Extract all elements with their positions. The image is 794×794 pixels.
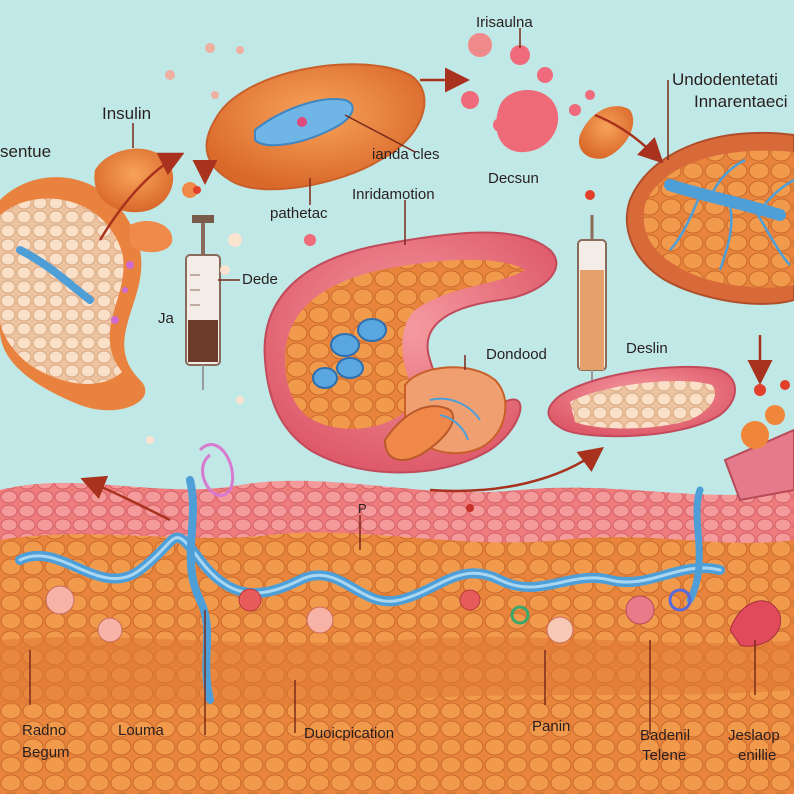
label-pathetac: pathetac <box>270 205 328 222</box>
left-pancreas <box>0 177 146 411</box>
label-enillie: enillie <box>738 747 777 764</box>
label-duplication: Duoicpication <box>304 725 395 742</box>
label-decsun: Decsun <box>488 170 539 187</box>
label-p-mark: P <box>358 501 367 516</box>
label-radno: Radno <box>22 722 67 739</box>
syringe-left <box>185 215 221 390</box>
tissue-band <box>0 443 794 794</box>
label-dondood: Dondood <box>486 346 547 363</box>
label-panin: Panin <box>532 718 571 735</box>
label-begum: Begum <box>22 744 70 761</box>
deslin-slice <box>547 365 736 438</box>
label-badenil: Badenil <box>640 727 691 744</box>
label-deslin: Deslin <box>626 340 668 357</box>
label-dede: Dede <box>242 271 278 288</box>
label-louma: Louma <box>118 722 164 739</box>
top-cell <box>205 63 426 191</box>
leaf-organ <box>578 106 634 159</box>
process-arrows <box>80 67 773 522</box>
label-ianda-cles: ianda cles <box>372 146 440 163</box>
label-irisaulna: Irisaulna <box>476 14 533 31</box>
label-undodentetati: Undodentetati <box>672 70 778 89</box>
label-sentue: sentue <box>0 142 52 161</box>
label-ja: Ja <box>158 310 174 327</box>
leader-lines <box>29 28 756 735</box>
label-jeslaop: Jeslaop <box>728 727 780 744</box>
particles <box>111 43 595 512</box>
syringe-right <box>577 215 607 392</box>
label-innarentaeci: Innarentaeci <box>694 92 788 111</box>
delivery-tube <box>723 380 794 502</box>
label-inridamotion: Inridamotion <box>352 186 435 203</box>
right-pancreas <box>625 131 794 305</box>
label-telene: Telene <box>642 747 687 764</box>
red-cluster <box>461 33 595 153</box>
label-insulin: Insulin <box>102 104 152 123</box>
central-pancreas <box>263 231 558 474</box>
small-organ <box>94 148 174 253</box>
